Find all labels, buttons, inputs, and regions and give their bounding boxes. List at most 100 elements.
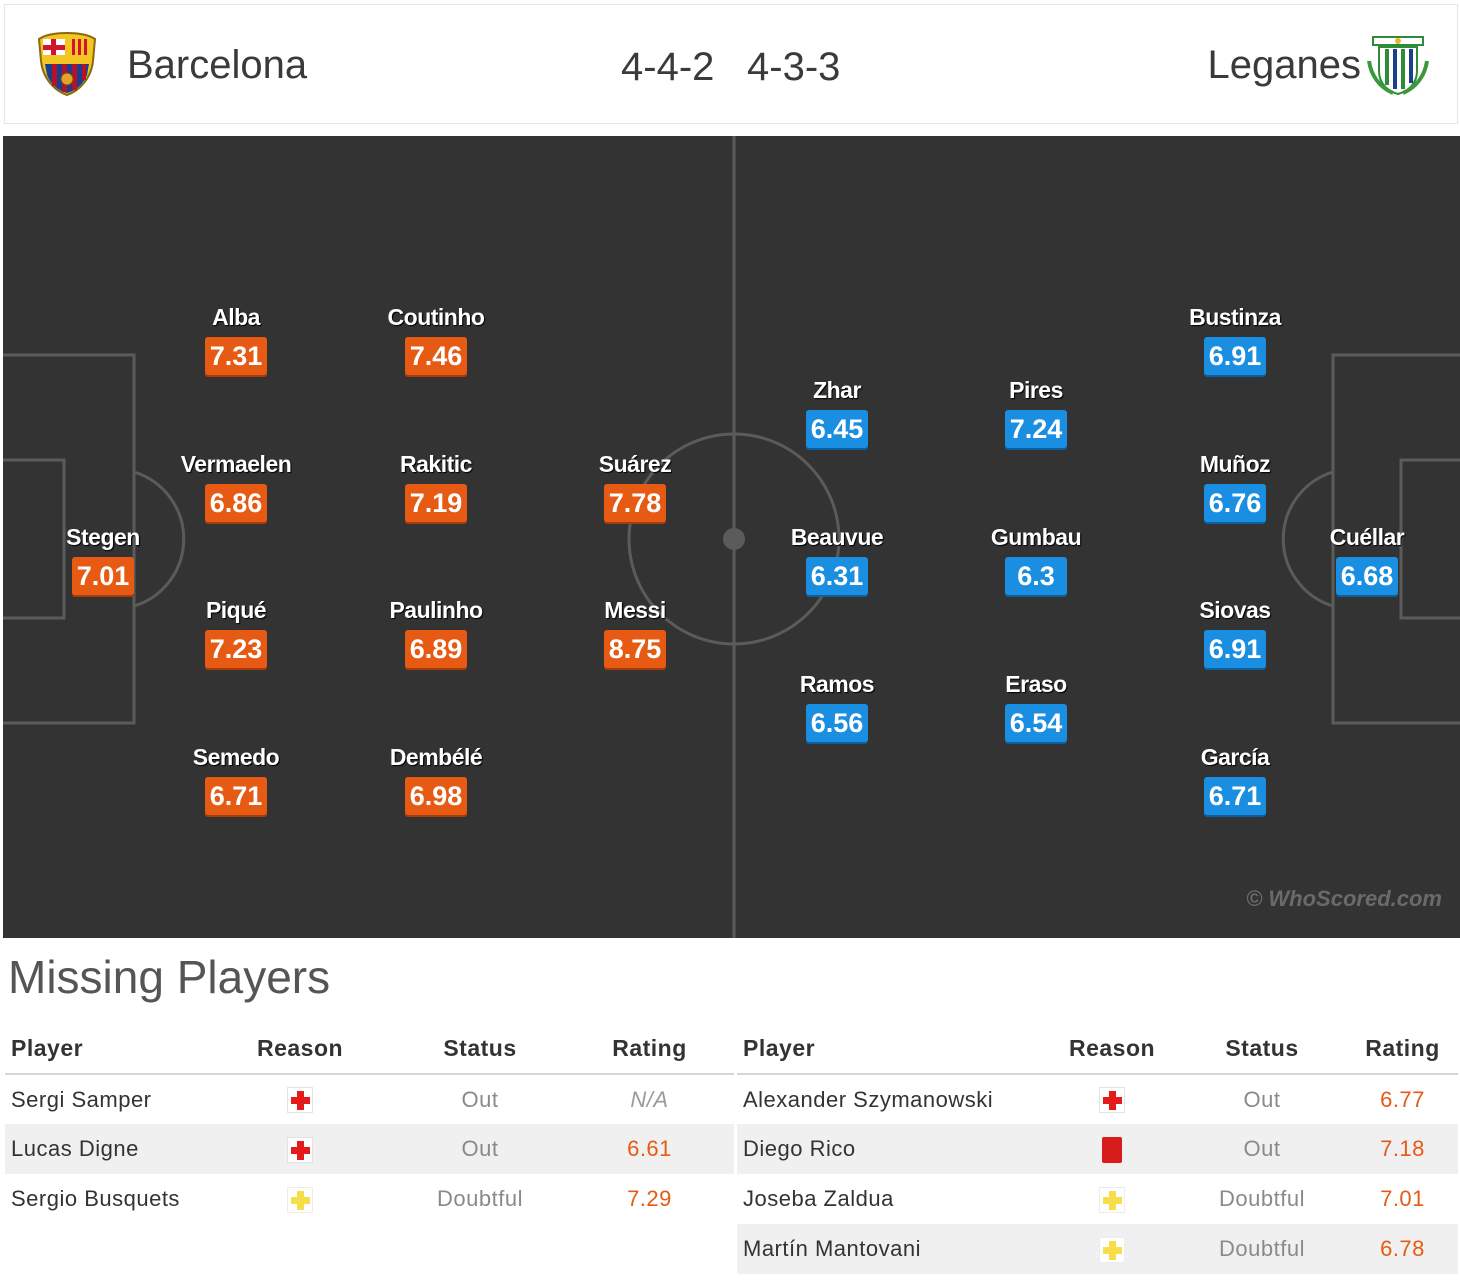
rating-cell: N/A xyxy=(630,1086,669,1112)
player-name: Muñoz xyxy=(1199,451,1271,477)
player-home-rm[interactable]: Dembélé 6.98 xyxy=(336,744,536,815)
player-name: Piqué xyxy=(205,597,267,623)
player-away-rcb[interactable]: Muñoz 6.76 xyxy=(1135,451,1335,522)
player-rating: 6.71 xyxy=(205,777,267,815)
missing-player-name[interactable]: Sergio Busquets xyxy=(11,1186,180,1211)
missing-players-away-table: Player Reason Status Rating Alexander Sz… xyxy=(737,1024,1458,1274)
player-away-rw[interactable]: Zhar 6.45 xyxy=(737,377,937,448)
missing-player-name[interactable]: Lucas Digne xyxy=(5,1124,205,1174)
away-formation: 4-3-3 xyxy=(747,45,841,89)
reason-cell xyxy=(205,1174,395,1224)
player-rating: 7.31 xyxy=(205,337,267,375)
col-player[interactable]: Player xyxy=(5,1024,205,1075)
player-rating: 6.91 xyxy=(1204,337,1266,375)
pitch-markings xyxy=(3,136,1460,938)
player-rating: 7.23 xyxy=(205,630,267,668)
player-rating: 7.78 xyxy=(604,484,666,522)
player-name: Siovas xyxy=(1199,597,1271,623)
player-away-cm[interactable]: Gumbau 6.3 xyxy=(936,524,1136,595)
player-away-lcm[interactable]: Eraso 6.54 xyxy=(936,671,1136,742)
player-name: Suárez xyxy=(598,451,672,477)
player-rating: 6.86 xyxy=(205,484,267,522)
player-home-rb[interactable]: Semedo 6.71 xyxy=(136,744,336,815)
player-home-rst[interactable]: Messi 8.75 xyxy=(535,597,735,668)
col-status[interactable]: Status xyxy=(395,1024,565,1075)
player-home-lst[interactable]: Suárez 7.78 xyxy=(535,451,735,522)
player-name: Rakitic xyxy=(400,451,472,477)
player-away-st[interactable]: Beauvue 6.31 xyxy=(737,524,937,595)
table-row: Alexander Szymanowski Out 6.77 xyxy=(737,1074,1458,1124)
player-name: Bustinza xyxy=(1189,304,1281,330)
missing-player-name[interactable]: Martín Mantovani xyxy=(737,1224,1047,1274)
missing-players-home-table: Player Reason Status Rating Sergi Samper… xyxy=(5,1024,734,1224)
rating-cell: 6.61 xyxy=(565,1124,734,1174)
player-home-lm[interactable]: Coutinho 7.46 xyxy=(336,304,536,375)
reason-cell xyxy=(205,1124,395,1174)
table-row: Joseba Zaldua Doubtful 7.01 xyxy=(737,1174,1458,1224)
player-rating: 6.45 xyxy=(806,410,868,448)
player-away-rcm[interactable]: Pires 7.24 xyxy=(936,377,1136,448)
player-name: Semedo xyxy=(192,744,280,770)
missing-player-name[interactable]: Joseba Zaldua xyxy=(743,1186,894,1211)
doubtful-icon xyxy=(287,1186,313,1213)
col-reason[interactable]: Reason xyxy=(1047,1024,1177,1075)
status-cell: Doubtful xyxy=(1219,1186,1305,1211)
leganes-crest-icon xyxy=(1367,36,1429,96)
away-team-name[interactable]: Leganes xyxy=(1207,43,1361,87)
table-header-row: Player Reason Status Rating xyxy=(737,1024,1458,1075)
rating-cell: 6.78 xyxy=(1347,1224,1458,1274)
red-card-icon xyxy=(1102,1136,1122,1163)
col-reason[interactable]: Reason xyxy=(205,1024,395,1075)
rating-cell: 7.01 xyxy=(1380,1186,1425,1211)
player-rating: 6.91 xyxy=(1204,630,1266,668)
missing-player-name[interactable]: Alexander Szymanowski xyxy=(743,1086,994,1112)
player-home-lcm[interactable]: Rakitic 7.19 xyxy=(336,451,536,522)
status-cell: Out xyxy=(395,1124,565,1174)
col-rating[interactable]: Rating xyxy=(565,1024,734,1075)
player-away-lcb[interactable]: Siovas 6.91 xyxy=(1135,597,1335,668)
injury-icon xyxy=(287,1136,313,1163)
reason-cell xyxy=(1047,1124,1177,1174)
col-status[interactable]: Status xyxy=(1177,1024,1347,1075)
player-rating: 6.98 xyxy=(405,777,467,815)
col-player[interactable]: Player xyxy=(737,1024,1047,1075)
status-cell: Out xyxy=(1243,1086,1281,1112)
player-home-rcm[interactable]: Paulinho 6.89 xyxy=(336,597,536,668)
player-home-gk[interactable]: Stegen 7.01 xyxy=(3,524,203,595)
player-name: Gumbau xyxy=(990,524,1082,550)
missing-player-name[interactable]: Sergi Samper xyxy=(11,1086,152,1112)
player-away-lb[interactable]: García 6.71 xyxy=(1135,744,1335,815)
reason-cell xyxy=(1047,1224,1177,1274)
player-rating: 6.56 xyxy=(806,704,868,742)
reason-cell xyxy=(205,1074,395,1124)
player-home-rcb[interactable]: Piqué 7.23 xyxy=(136,597,336,668)
col-rating[interactable]: Rating xyxy=(1347,1024,1458,1075)
player-away-gk[interactable]: Cuéllar 6.68 xyxy=(1267,524,1460,595)
home-team-name[interactable]: Barcelona xyxy=(127,43,308,87)
player-name: Eraso xyxy=(1005,671,1067,697)
player-away-rb[interactable]: Bustinza 6.91 xyxy=(1135,304,1335,375)
player-name: Coutinho xyxy=(387,304,485,330)
player-rating: 7.46 xyxy=(405,337,467,375)
player-rating: 6.54 xyxy=(1005,704,1067,742)
rating-cell: 6.77 xyxy=(1380,1086,1425,1112)
pitch: Stegen 7.01 Alba 7.31 Vermaelen 6.86 Piq… xyxy=(3,136,1460,938)
table-row: Lucas Digne Out 6.61 xyxy=(5,1124,734,1174)
player-rating: 6.68 xyxy=(1336,557,1398,595)
rating-cell: 7.29 xyxy=(627,1186,672,1211)
player-away-lw[interactable]: Ramos 6.56 xyxy=(737,671,937,742)
player-home-lb[interactable]: Alba 7.31 xyxy=(136,304,336,375)
player-name: Cuéllar xyxy=(1329,524,1405,550)
player-name: Dembélé xyxy=(389,744,483,770)
player-home-lcb[interactable]: Vermaelen 6.86 xyxy=(136,451,336,522)
player-name: García xyxy=(1200,744,1270,770)
missing-player-name[interactable]: Diego Rico xyxy=(737,1124,1047,1174)
player-rating: 6.3 xyxy=(1005,557,1067,595)
player-rating: 7.24 xyxy=(1005,410,1067,448)
player-name: Paulinho xyxy=(389,597,483,623)
table-header-row: Player Reason Status Rating xyxy=(5,1024,734,1075)
injury-icon xyxy=(1099,1087,1125,1114)
status-cell: Out xyxy=(461,1086,499,1112)
doubtful-icon xyxy=(1099,1186,1125,1213)
table-row: Sergio Busquets Doubtful 7.29 xyxy=(5,1174,734,1224)
